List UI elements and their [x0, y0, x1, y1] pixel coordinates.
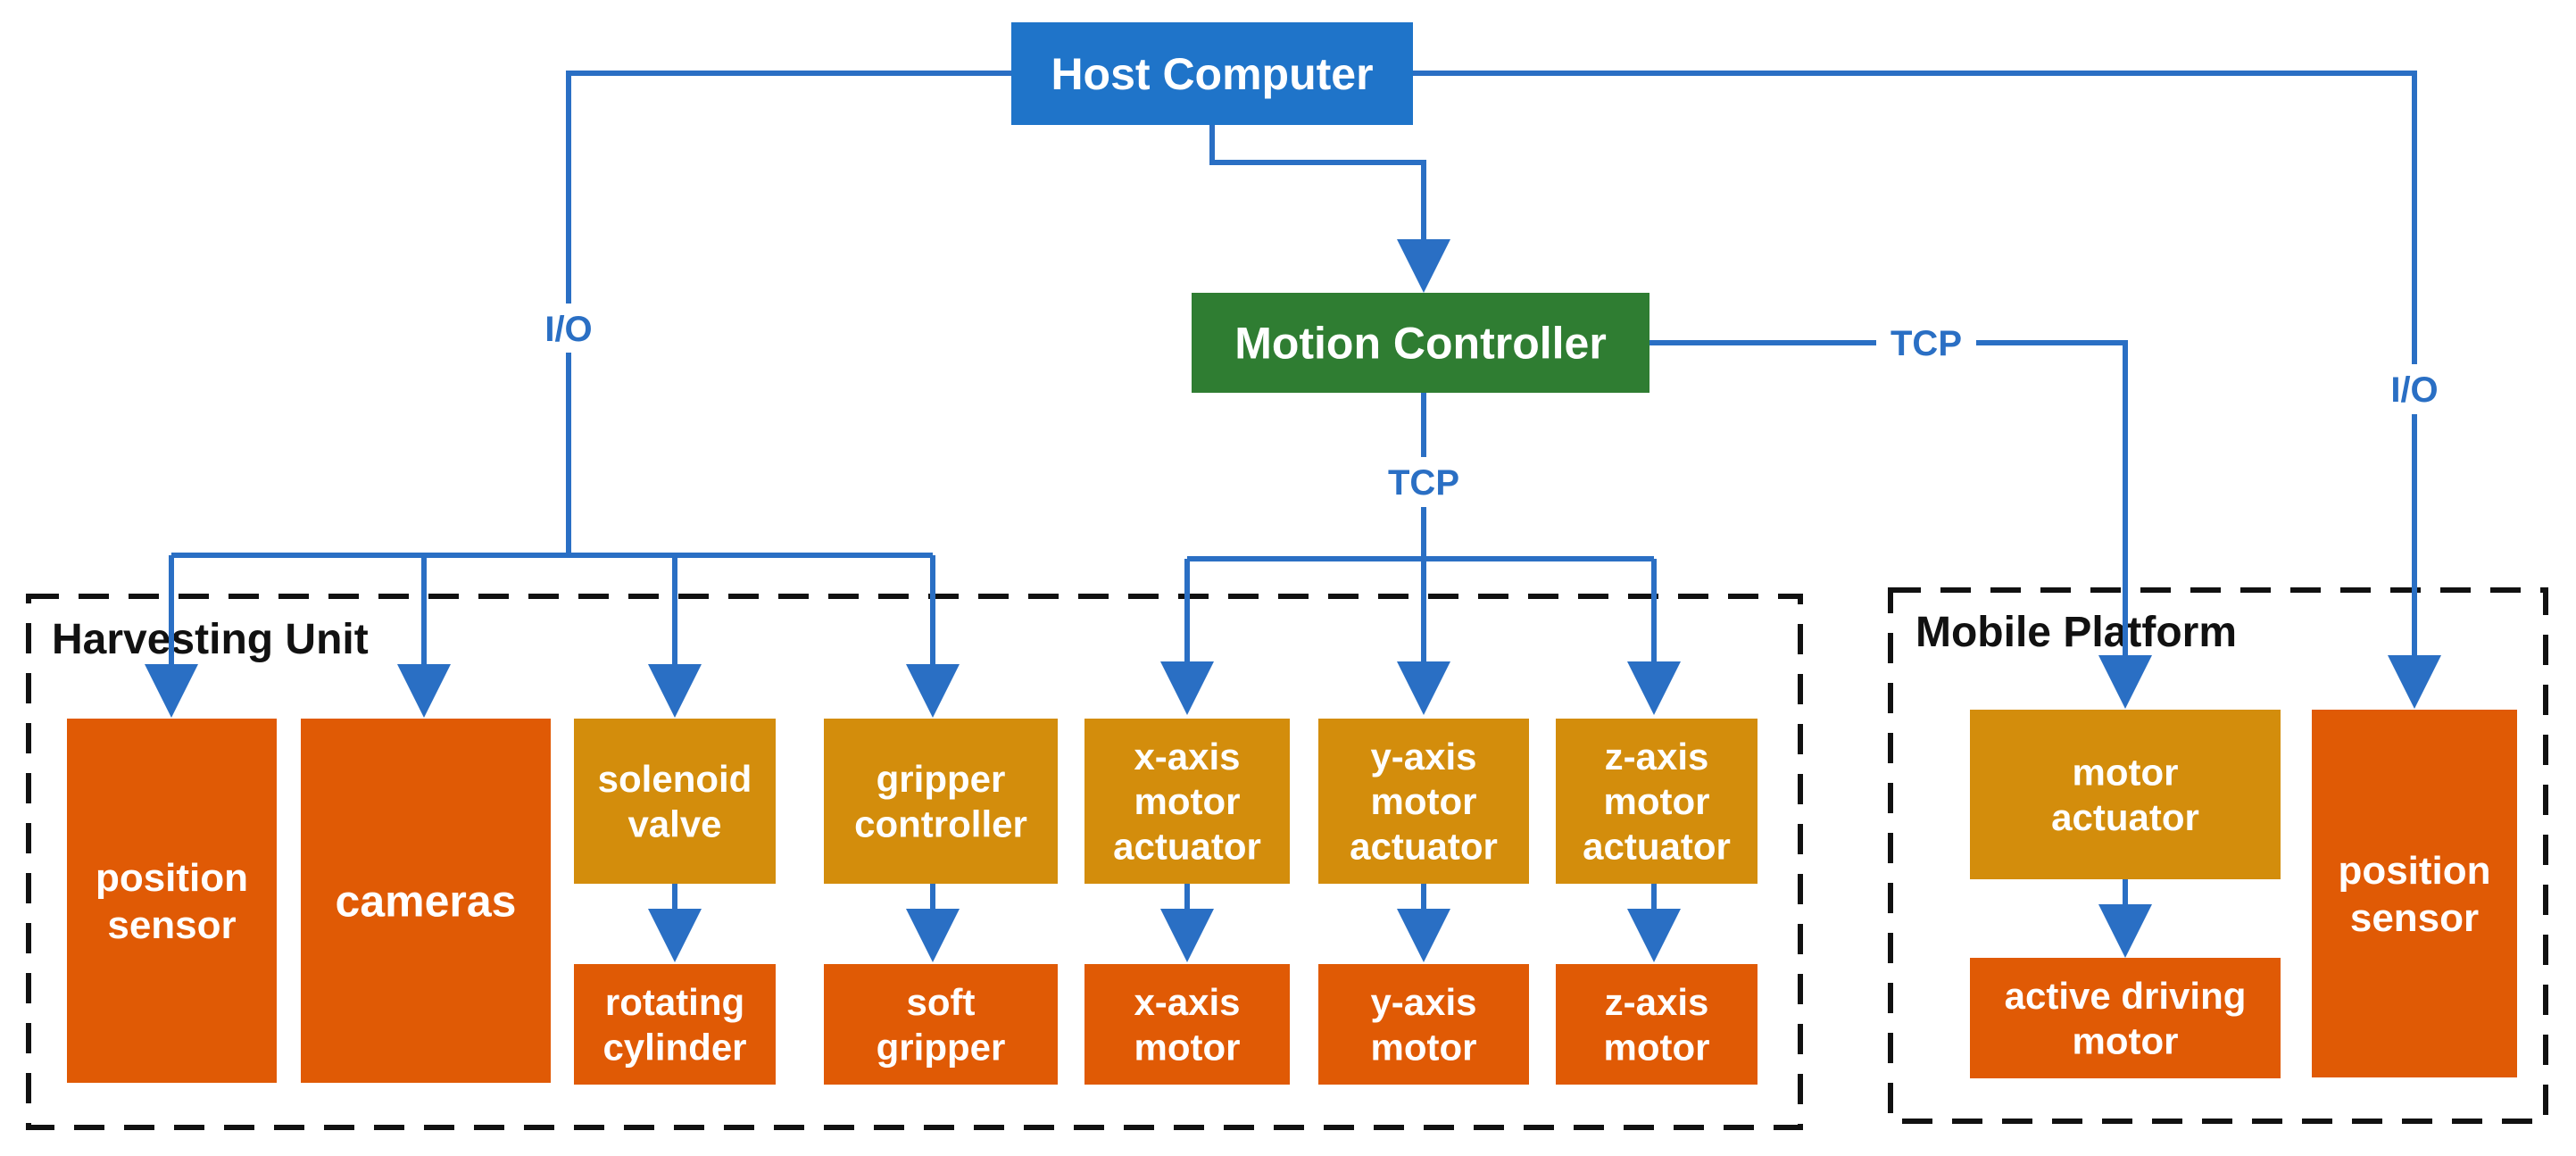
node-y-axis-motor-box	[1318, 964, 1529, 1085]
node-solenoid-valve-label-line: solenoid	[598, 758, 752, 800]
connector-host-io-left	[566, 71, 1011, 555]
node-rotating-cylinder-label-line: rotating	[605, 981, 744, 1023]
node-mp-position-sensor-box	[2312, 710, 2517, 1077]
node-y-axis-actuator-label-line: y-axis	[1370, 736, 1476, 778]
node-x-axis-actuator-label-line: x-axis	[1134, 736, 1240, 778]
node-solenoid-valve-box	[574, 719, 776, 884]
node-y-axis-motor-label-line: motor	[1371, 1026, 1477, 1068]
node-soft-gripper-box	[824, 964, 1058, 1085]
node-rotating-cylinder-box	[574, 964, 776, 1085]
node-active-driving-motor-box	[1970, 958, 2281, 1078]
node-x-axis-motor-label-line: motor	[1134, 1026, 1241, 1068]
node-mp-position-sensor-label-line: sensor	[2350, 896, 2479, 940]
mobile-platform-border	[1888, 587, 2548, 1124]
node-y-axis-actuator-label-line: motor	[1371, 780, 1477, 822]
node-host-computer-box	[1011, 22, 1413, 125]
node-mp-motor-actuator-label-line: actuator	[2051, 796, 2199, 838]
node-z-axis-actuator-label-line: z-axis	[1605, 736, 1709, 778]
node-z-axis-motor-label-line: z-axis	[1605, 981, 1709, 1023]
harvesting-unit-label: Harvesting Unit	[52, 616, 369, 663]
node-soft-gripper-label-line: gripper	[877, 1026, 1006, 1068]
node-gripper-controller-label-line: gripper	[877, 758, 1006, 800]
node-mp-motor-actuator-box	[1970, 710, 2281, 879]
node-z-axis-actuator-box	[1556, 719, 1757, 884]
node-host-computer-label-line: Host Computer	[1051, 49, 1373, 99]
node-x-axis-motor-box	[1084, 964, 1290, 1085]
mobile-platform-label: Mobile Platform	[1915, 609, 2237, 656]
connector-host-to-motion	[1209, 125, 1450, 293]
connector-host-io-right	[1413, 71, 2441, 709]
node-cameras: cameras	[301, 719, 551, 1083]
node-hu-position-sensor-label-line: position	[96, 856, 248, 900]
node-rotating-cylinder-label-line: cylinder	[602, 1026, 746, 1068]
edge-label-io-left: I/O	[544, 310, 592, 349]
node-motion-controller: Motion Controller	[1192, 293, 1649, 393]
node-hu-position-sensor-box	[67, 719, 277, 1083]
node-active-driving-motor-label-line: active driving	[2005, 975, 2247, 1017]
node-y-axis-motor-label-line: y-axis	[1370, 981, 1476, 1023]
node-soft-gripper-label-line: soft	[907, 981, 976, 1023]
node-z-axis-motor-label-line: motor	[1604, 1026, 1710, 1068]
node-host-computer: Host Computer	[1011, 22, 1413, 125]
node-cameras-label-line: cameras	[336, 877, 517, 927]
node-motion-controller-label-line: Motion Controller	[1234, 319, 1607, 369]
node-x-axis-motor-label-line: x-axis	[1134, 981, 1240, 1023]
node-solenoid-valve-label-line: valve	[627, 803, 721, 844]
mobile-platform-group: Mobile Platform	[1888, 587, 2548, 1124]
connectors	[145, 71, 2441, 962]
edge-labels: I/O TCP TCP I/O	[528, 304, 2455, 507]
node-gripper-controller-label-line: controller	[854, 803, 1027, 844]
harvesting-unit-group: Harvesting Unit	[26, 594, 1803, 1130]
node-z-axis-motor-box	[1556, 964, 1757, 1085]
node-y-axis-actuator-label-line: actuator	[1350, 826, 1498, 868]
node-mp-motor-actuator-label-line: motor	[2073, 752, 2179, 794]
node-hu-position-sensor-label-line: sensor	[107, 903, 236, 947]
node-z-axis-actuator-label-line: motor	[1604, 780, 1710, 822]
node-cameras-box	[301, 719, 551, 1083]
node-x-axis-actuator-label-line: motor	[1134, 780, 1241, 822]
node-y-axis-actuator-box	[1318, 719, 1529, 884]
edge-label-tcp-mid: TCP	[1388, 463, 1459, 503]
node-x-axis-actuator-label-line: actuator	[1113, 826, 1261, 868]
connector-motion-tcp-right	[1649, 340, 2152, 709]
node-z-axis-actuator-label-line: actuator	[1583, 826, 1731, 868]
node-x-axis-actuator-box	[1084, 719, 1290, 884]
node-active-driving-motor-label-line: motor	[2073, 1019, 2179, 1061]
edge-label-tcp-right: TCP	[1890, 324, 1962, 363]
node-gripper-controller-box	[824, 719, 1058, 884]
nodes: Host Computer Motion Controller position…	[67, 22, 2517, 1085]
node-mp-position-sensor-label-line: position	[2338, 849, 2490, 893]
edge-label-io-right: I/O	[2390, 370, 2438, 410]
node-motion-controller-box	[1192, 293, 1649, 393]
